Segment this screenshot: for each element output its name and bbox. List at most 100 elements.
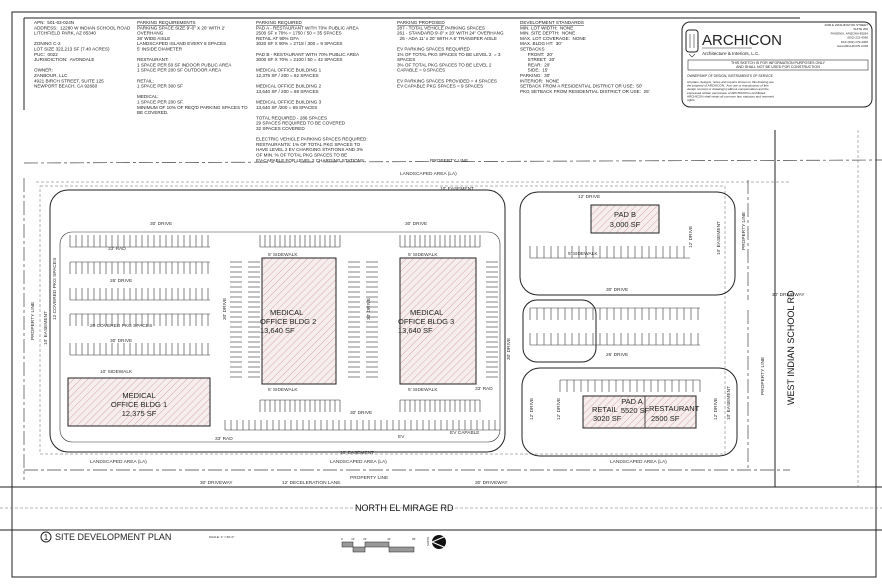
sidewalk-label-med3-s: 5' SIDEWALK [408, 387, 438, 393]
scale-tick-label: 40' [387, 537, 391, 541]
notes-line: 287 - TOTAL VEHICLE PARKING SPACES [397, 25, 485, 30]
notes-line: INTERIOR: NONE [520, 78, 559, 83]
notes-line: 3% OF TOTAL PKG SPACES TO BE LEVEL 2 [397, 62, 492, 67]
building-pad-b[interactable]: PAD B 3,000 SF [590, 204, 660, 234]
notes-line [256, 110, 257, 115]
notes-line: NEWPORT BEACH, CA 92660 [34, 84, 98, 89]
notes-line: RETAIL: [137, 78, 154, 83]
notes-line: RESTAURANT: [137, 57, 169, 62]
notes-line: RETAIL AT 90% GFA [256, 36, 300, 41]
sidewalk-label-med1: 10' SIDEWALK [100, 369, 133, 375]
notes-line: PHOENIX, ARIZONA 85034 [831, 31, 869, 35]
notes-line: HAVE LEVEL 2 EV CHARGING STATIONS AND 3% [256, 147, 363, 152]
notes-line: FAX (602) 279-4300 [841, 40, 868, 44]
drive-label-n1: 30' DRIVE [150, 221, 172, 227]
driveway-label-1: 30' DRIVEWAY [200, 480, 233, 486]
notes-line: MAX. BLDG HT: 30' [520, 41, 562, 46]
notes-line: THIS SKETCH IS FOR INFORMATION PURPOSES … [731, 61, 826, 65]
drive-label-v1: 30' DRIVE [222, 298, 228, 320]
sheet-frame [11, 11, 877, 578]
drive-label-east-1: 30' DRIVE [606, 287, 628, 293]
drive-label-east-2: 26' DRIVE [606, 352, 628, 358]
notes-line: SPACES [397, 57, 415, 62]
notes-line: REAR: 20' [520, 62, 550, 67]
ev-capable-label: EV CAPABLE [450, 430, 480, 436]
building-medical-office-3[interactable]: MEDICAL OFFICE BLDG 3 13,640 SF [398, 257, 477, 385]
north-arrow-icon: NORTH [426, 535, 447, 549]
notes-line: MEDICAL OFFICE BUILDING 2 [256, 84, 322, 89]
plan-title: SITE DEVELOPMENT PLAN [55, 532, 171, 542]
scale-bar: 0'10'20'40'80' [341, 537, 416, 553]
sidewalk-label-med2-s: 5' SIDEWALK [268, 387, 298, 393]
notes-line [137, 52, 138, 57]
sheet-number-circle [40, 531, 52, 543]
notes-line: EV PARKING SPACES PROVIDED = 4 SPACES [397, 78, 497, 83]
notes-line: MEDICAL: [137, 94, 159, 99]
notes-line: 29 SPACES REQUIRED TO BE COVERED [256, 121, 346, 126]
east-parcel: 12' DRIVE 5' SIDEWALK 30' DRIVE 26' DRIV… [519, 191, 738, 457]
building-label: OFFICE BLDG 3 [398, 317, 454, 326]
notes-line: 32 SPACES COVERED [256, 126, 305, 131]
notes-line: SETBACK FROM A RESIDENTIAL DISTRICT OR U… [520, 84, 643, 89]
notes-line: 4000 E WASHINGTON STREET [824, 23, 868, 27]
building-medical-office-1[interactable]: MEDICAL OFFICE BLDG 1 12,375 SF [67, 377, 211, 427]
scale-tick-label: 10' [351, 537, 355, 541]
notes-line: 1 SPACE PER 200 SF. [137, 100, 184, 105]
notes-line [256, 94, 257, 99]
easement-label-south: 10' EASEMENT [340, 450, 374, 456]
notes-line: the property of ARCHICON. Any use or rep… [687, 84, 769, 88]
notes-line [256, 78, 257, 83]
landscaped-area-label-se: LANDSCAPED AREA (LA) [610, 459, 667, 465]
building-pad-a[interactable]: PAD A 5520 SF RETAIL 3020 SF RESTAURANT … [582, 395, 700, 429]
notes-line: MAX. LOT COVERAGE: NONE [520, 36, 586, 41]
drive-label-east-v2: 12' DRIVE [713, 398, 719, 420]
notes-line: ELECTRIC VEHICLE PARKING SPACES REQUIRED… [256, 137, 368, 142]
notes-line: ZONING C-2 [34, 41, 61, 46]
notes-line: OVERHANG [137, 31, 164, 36]
notes-line: MIN. LOT WIDTH: NONE [520, 25, 573, 30]
notes-line: EV-CAPABLE FOR LEVEL 2 CHARGING STATIONS [256, 158, 364, 163]
notes-line: 2500 SF x 70% = 1750 / 50 = 35 SPACES [256, 31, 342, 36]
notes-line: EV PARKING SPACES REQUIRED [397, 47, 471, 52]
notes-line: ZANBOUR, LLC [34, 73, 68, 78]
notes-line: 13,640 SF /200 = 69 SPACES [256, 105, 317, 110]
notes-line: LITCHFIELD PARK, AZ 85340 [34, 31, 96, 36]
notes-line: www.ARCHICON.COM [837, 44, 869, 48]
notes-line: 1 SPACE PER 50 SF INDOOR PUBLIC AREA [137, 62, 232, 67]
property-line-label-east-2: PROPERTY LINE [760, 357, 766, 395]
property-line-label: PROPERTY LINE [430, 158, 468, 164]
building-label: MEDICAL [270, 308, 303, 317]
notes-line: 5' INSIDE DIAMETER [137, 47, 183, 52]
disclaimer-text: THIS SKETCH IS FOR INFORMATION PURPOSES … [731, 61, 826, 69]
notes-line: (602) 222-4266 [847, 36, 868, 40]
driveway-label-2: 30' DRIVEWAY [475, 480, 508, 486]
notes-line: PKG SETBACK FROM RESIDENTIAL DISTRICT OR… [520, 89, 650, 94]
road-west-indian-school: WEST INDIAN SCHOOL RD [786, 290, 796, 405]
sidewalk-label-med3: 5' SIDEWALK [408, 252, 438, 258]
notes-line: APN: 501-63-024N [34, 20, 74, 25]
north-label: NORTH [426, 537, 430, 546]
drawing-title: 1 SITE DEVELOPMENT PLAN SCALE: 1" = 50'-… [40, 531, 234, 543]
radius-label-2: 33' RAD [215, 436, 233, 442]
notes-line: MINIMUM OF 10% OF REQ'D PARKING SPACES T… [137, 105, 248, 110]
landscaped-area-label-sw: LANDSCAPED AREA (LA) [90, 459, 147, 465]
property-line-label-east: PROPERTY LINE [741, 212, 747, 250]
west-parcel: 30' DRIVE 30' DRIVE 26' DRIVE 30' DRIVE … [49, 189, 701, 453]
sidewalk-label-med2: 5' SIDEWALK [268, 252, 298, 258]
notes-line: MIN. SITE DEPTH: NONE [520, 31, 575, 36]
scale-tick-label: 80' [412, 537, 416, 541]
notes-line: 3020 SF X 90% = 2718 / 300 = 9 SPACES [256, 41, 343, 46]
notes-line: LOT SIZE 322,213 SF (7.40 ACRES) [34, 47, 110, 52]
notes-line [256, 47, 257, 52]
notes-line: BE COVERED. [137, 110, 168, 115]
disclaimer-box [687, 59, 869, 71]
notes-line: STREET: 20' [520, 57, 555, 62]
building-medical-office-2[interactable]: MEDICAL OFFICE BLDG 2 13,640 SF [260, 257, 337, 385]
landscaped-area-label-top: LANDSCAPED AREA (LA) [400, 171, 457, 177]
notes-line: PAD B - RESTAURANT WITH 70% PUBLIC AREA [256, 52, 360, 57]
